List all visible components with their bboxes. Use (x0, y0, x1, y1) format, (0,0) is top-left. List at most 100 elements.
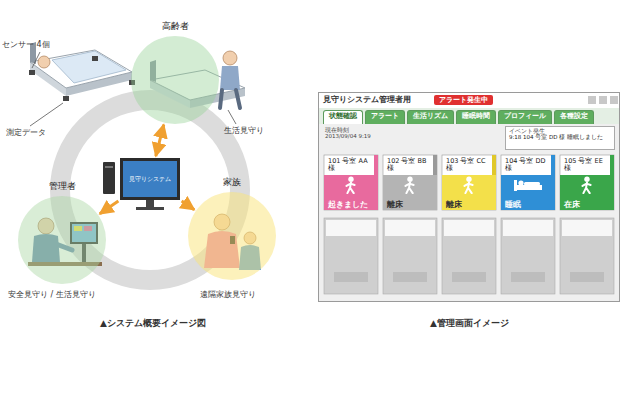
illustration-part (560, 175, 614, 210)
illustration-part (383, 175, 437, 210)
callout-label: 測定データ (6, 128, 46, 137)
room-card: 105 号室 EE 様在床 (561, 156, 615, 211)
illustration-part (324, 218, 378, 294)
illustration-part (433, 155, 437, 175)
admin-window: 見守りシステム管理者用 アラート発生中状態確認 アラート生活リズム睡眠時間 プロフィー… (318, 92, 620, 302)
status-text: 離床 (446, 200, 462, 209)
illustration-part (347, 176, 355, 193)
room-card: 102 号室 BB 様離床 (384, 156, 438, 211)
field-label: イベント発生 (509, 128, 611, 134)
room-name: 105 号室 EE 様 (564, 158, 606, 173)
illustration-part (52, 51, 126, 83)
illustration-part (136, 207, 164, 210)
menu-tab-text: 睡眠時間 (462, 112, 490, 120)
menu-tab-text: 各種設定 (560, 112, 588, 120)
illustration-part (501, 155, 555, 210)
illustration-part (465, 176, 473, 193)
callout-label: センサー 4個 (2, 40, 50, 49)
illustration-part (38, 56, 50, 68)
illustration-part (551, 155, 555, 175)
status-text: 睡眠 (505, 200, 521, 209)
room-card: 101 号室 AA 様起きました (325, 156, 379, 211)
callout-label: 生活見守り (224, 126, 264, 135)
illustration-part (501, 175, 555, 210)
illustration-part (610, 155, 614, 175)
room-card: 104 号室 DD 様睡眠 (502, 156, 556, 211)
callout-label: 遠隔家族見守り (200, 290, 256, 299)
illustration-part (610, 96, 618, 104)
illustration-part (511, 272, 545, 282)
illustration-part (228, 110, 236, 124)
room-name: 103 号室 CC 様 (446, 158, 488, 173)
menu-tab-text: 状態確認 (329, 112, 357, 120)
illustration-part (334, 272, 604, 282)
illustration-part (32, 52, 40, 68)
role-heading: 管理者 (18, 181, 106, 191)
menu-tab: 睡眠時間 (456, 110, 496, 124)
illustration-part (501, 218, 555, 294)
illustration-part (406, 176, 414, 193)
room-card: 103 号室 CC 様離床 (443, 156, 497, 211)
illustration-part (393, 272, 427, 282)
illustration-part (146, 200, 154, 207)
room-name: 102 号室 BB 様 (387, 158, 429, 173)
illustration-part (334, 272, 368, 282)
role-circle: 高齢者 (131, 36, 219, 124)
menu-tab: 生活リズム (407, 110, 454, 124)
menu-tab: 状態確認 (323, 110, 363, 124)
illustration-part (326, 220, 612, 236)
system-monitor-text: 見守りシステム (129, 176, 171, 183)
illustration-part (562, 220, 612, 236)
role-heading: 高齢者 (131, 21, 219, 31)
menu-tab: プロフィール (498, 110, 552, 124)
illustration-part (374, 155, 378, 175)
data-flow-arrow (156, 125, 164, 156)
illustration-part (319, 93, 619, 108)
illustration-part (220, 66, 240, 90)
status-text: 在床 (564, 200, 580, 209)
menu-tab-text: アラート (371, 112, 399, 120)
illustration-part (442, 218, 496, 294)
field-label: 現在時刻 (325, 127, 435, 133)
callout-label: 安全見守り / 生活見守り (8, 290, 96, 299)
illustration-part (324, 155, 378, 210)
illustration-part (570, 272, 604, 282)
alert-badge: アラート発生中 (434, 95, 493, 105)
status-text: 離床 (387, 200, 403, 209)
illustration-part (599, 96, 607, 104)
illustration-part (223, 51, 237, 65)
illustration-part (319, 124, 619, 301)
illustration-part (583, 176, 591, 193)
illustration-part (92, 56, 98, 61)
illustration-part (324, 218, 614, 294)
role-circle: 管理者 (18, 196, 106, 284)
system-monitor: 見守りシステム (120, 158, 180, 200)
illustration-part (560, 155, 614, 210)
illustration-part (514, 180, 542, 191)
role-circle: 家族 (188, 192, 276, 280)
room-name: 101 号室 AA 様 (328, 158, 370, 173)
status-text: 起きました (328, 200, 368, 209)
illustration-part (30, 103, 63, 126)
illustration-part (220, 90, 240, 108)
illustration-part (326, 220, 376, 236)
admin-window-text: 見守りシステム管理者用 (323, 95, 411, 104)
alert-badge-text: アラート発生中 (439, 96, 488, 104)
illustration-part (30, 50, 132, 88)
illustration-part (452, 272, 486, 282)
data-flow-arrow (100, 201, 119, 214)
illustration-part (588, 96, 596, 104)
field-value: 2013/09/04 9:19 (325, 133, 435, 139)
illustration-part (29, 70, 35, 75)
illustration-part (442, 155, 496, 210)
illustration-part (103, 162, 115, 194)
room-name: 104 号室 DD 様 (505, 158, 547, 173)
event-box: イベント発生9:18 104 号室 DD 様 睡眠しました (505, 126, 615, 150)
illustration-part (385, 220, 435, 236)
illustration-part (383, 155, 437, 210)
menu-tab-text: プロフィール (504, 112, 546, 120)
illustration-part (324, 175, 378, 210)
